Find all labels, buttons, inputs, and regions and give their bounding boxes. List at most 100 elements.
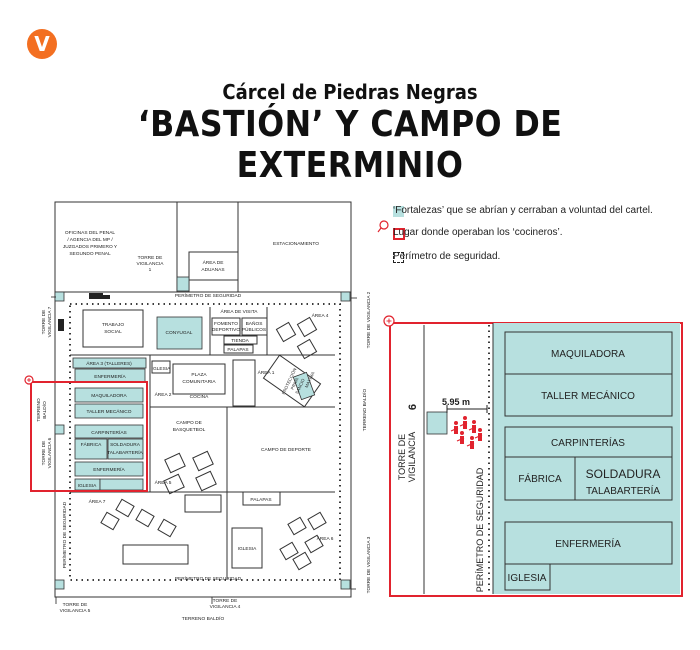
torre5-l2: VIGILANCIA 5 bbox=[60, 608, 91, 614]
oficinas-l2: / AGENCIA DEL MP / bbox=[67, 237, 113, 243]
maquiladora: MAQUILADORA bbox=[91, 393, 127, 399]
torre7-l1: TORRE DE bbox=[41, 310, 47, 335]
proteccion-l3: SANCIO bbox=[294, 377, 306, 395]
zoom-torre-l2: VIGILANCIA bbox=[407, 432, 417, 483]
area1: ÁREA 1 bbox=[258, 369, 275, 376]
perimetro-bottom: PERÍMETRO DE SEGURIDAD bbox=[175, 575, 242, 582]
magnifier-icon-small bbox=[24, 375, 34, 385]
zoom-torre-box bbox=[426, 411, 448, 435]
oficinas-l1: OFICINAS DEL PENAL bbox=[65, 230, 116, 236]
perimetro-top: PERÍMETRO DE SEGURIDAD bbox=[175, 292, 242, 299]
area3: ÁREA 3 (TALLERES) bbox=[86, 360, 132, 367]
cocineros-highlight-small bbox=[30, 381, 148, 492]
main-compound bbox=[54, 291, 352, 598]
palapas2: PALAPAS bbox=[250, 497, 271, 503]
enfermeria-top: ENFERMERÍA bbox=[94, 373, 126, 380]
campo-deporte: CAMPO DE DEPORTE bbox=[261, 447, 311, 453]
legend-cocineros-swatch bbox=[393, 228, 405, 240]
subtitle: Cárcel de Piedras Negras bbox=[222, 80, 478, 104]
legend-cocineros-text: Lugar donde operaban los ‘cocineros’. bbox=[393, 227, 563, 238]
zoom-fabrica: FÁBRICA bbox=[518, 472, 562, 485]
conyugal-block bbox=[156, 316, 203, 350]
page-title: ‘BASTIÓN’ Y CAMPO DE EXTERMINIO bbox=[137, 104, 563, 186]
torre7-l2: VIGILANCIA 7 bbox=[47, 306, 53, 337]
torre1-l1: TORRE DE bbox=[138, 255, 163, 261]
plaza-l1: PLAZA bbox=[191, 372, 207, 378]
torre4-l1: TORRE DE bbox=[213, 598, 238, 604]
distance-marker bbox=[446, 405, 488, 413]
zoom-torre-l1: TORRE DE bbox=[397, 434, 407, 480]
fabrica: FÁBRICA bbox=[81, 441, 103, 448]
aduanas-box bbox=[188, 251, 239, 281]
area5: ÁREA 5 bbox=[155, 479, 172, 486]
proteccion-l4: MAXIMA bbox=[304, 371, 316, 389]
truck-icon bbox=[89, 293, 110, 299]
cocineros-figures-icon bbox=[454, 416, 482, 449]
torre6-l2: VIGILANCIA 6 bbox=[47, 437, 53, 468]
banos-l2: PÚBLICOS bbox=[242, 326, 266, 333]
fomento-l2: DEPORTIVO bbox=[212, 327, 240, 333]
fomento-l1: FOMENTO bbox=[214, 321, 238, 327]
basquetbol-l2: BASQUETBOL bbox=[173, 427, 206, 433]
baldio-bottom: TERRENO BALDÍO bbox=[182, 615, 225, 622]
tienda: TIENDA bbox=[231, 338, 249, 344]
trabajo-l1: TRABAJO bbox=[102, 322, 124, 328]
basquetbol-l1: CAMPO DE bbox=[176, 420, 202, 426]
legend-fortaleza-text: ‘Fortalezas’ que se abrían y cerraban a … bbox=[393, 205, 653, 216]
oficinas-l3: JUZGADOS PRIMERO Y bbox=[63, 244, 118, 250]
baldio-right: TERRENO BALDÍO bbox=[361, 389, 368, 432]
area4: ÁREA 4 bbox=[312, 312, 329, 319]
area2: ÁREA 2 bbox=[155, 391, 172, 398]
carpinterias: CARPINTERÍAS bbox=[91, 429, 126, 436]
torre6-l1: TORRE DE bbox=[41, 441, 47, 466]
plaza-l2: COMUNITARIA bbox=[182, 379, 216, 385]
zoom-distance: 5.95 m bbox=[442, 397, 470, 407]
security-perimeter bbox=[69, 303, 341, 581]
soldadura: SOLDADURA bbox=[110, 442, 141, 448]
torre1-l3: 1 bbox=[149, 267, 152, 273]
cocina: COCINA bbox=[190, 394, 209, 400]
oficinas-l4: SEGUNDO PENAL bbox=[69, 251, 111, 257]
iglesia-small: IGLESIA bbox=[152, 366, 171, 372]
torre2: TORRE DE VIGILANCIA 2 bbox=[366, 291, 372, 348]
estacionamiento: ESTACIONAMIENTO bbox=[273, 241, 319, 247]
taller: TALLER MECÁNICO bbox=[87, 408, 132, 415]
proteccion-l2: PRIVA bbox=[290, 377, 300, 391]
brand-logo: V bbox=[27, 29, 57, 59]
iglesia2: IGLESIA bbox=[238, 546, 257, 552]
area7: ÁREA 7 bbox=[89, 498, 106, 505]
torre4-l2: VIGILANCIA 4 bbox=[210, 604, 241, 610]
baldio-l-l2: BALDÍO bbox=[41, 401, 48, 419]
zoom-fortaleza-area bbox=[493, 323, 680, 594]
legend-perimetro-text: Perímetro de seguridad. bbox=[393, 251, 501, 262]
zoom-perimetro: PERÍMETRO DE SEGURIDAD bbox=[475, 467, 485, 592]
enfermeria: ENFERMERÍA bbox=[93, 466, 125, 473]
legend-perimetro-swatch bbox=[393, 252, 404, 263]
banos-l1: BAÑOS bbox=[246, 320, 263, 327]
zoom-iglesia: IGLESIA bbox=[508, 573, 547, 584]
perimetro-left: PERÍMETRO DE SEGURIDAD bbox=[61, 501, 68, 568]
torre1-l2: VIGILANCIA bbox=[137, 261, 165, 267]
zoom-enfermeria: ENFERMERÍA bbox=[555, 537, 621, 550]
aduanas-l1: ÁREA DE bbox=[203, 259, 224, 266]
area-visita: ÁREA DE VISITA bbox=[221, 308, 259, 315]
trabajo-l2: SOCIAL bbox=[104, 329, 122, 335]
conyugal-label: CONYUGAL bbox=[166, 330, 193, 336]
legend-fortaleza-swatch bbox=[393, 206, 404, 217]
talabarteria: TALABARTERÍA bbox=[107, 449, 143, 456]
baldio-l-l1: TERRENO bbox=[36, 398, 42, 422]
magnifier-icon-zoom bbox=[383, 315, 395, 327]
magnifier-icon bbox=[377, 220, 389, 233]
zoom-taller: TALLER MECÁNICO bbox=[541, 389, 635, 402]
aduanas-l2: ADUANAS bbox=[201, 267, 224, 273]
iglesia: IGLESIA bbox=[78, 483, 97, 489]
zoom-maquiladora: MAQUILADORA bbox=[551, 349, 625, 360]
zoom-soldadura: SOLDADURA bbox=[586, 467, 661, 481]
zoom-talabarteria: TALABARTERÍA bbox=[586, 484, 660, 497]
torre5-l1: TORRE DE bbox=[63, 602, 88, 608]
zoom-torre-num: 6 bbox=[407, 404, 419, 410]
palapas: PALAPAS bbox=[227, 347, 248, 353]
area6: ÁREA 6 bbox=[317, 535, 334, 542]
